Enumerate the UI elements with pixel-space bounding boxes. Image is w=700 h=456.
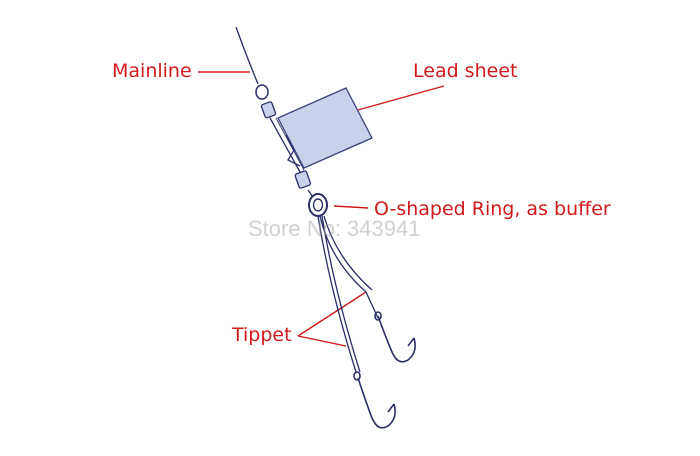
tippet-label: Tippet: [232, 324, 292, 346]
leader-lines: [198, 71, 445, 347]
tippet-left: [317, 215, 357, 373]
mainline-label: Mainline: [112, 60, 192, 82]
tippet-right-inner: [323, 215, 373, 291]
o-ring-label: O-shaped Ring, as buffer: [374, 198, 611, 220]
rig-wire-inner: [275, 117, 305, 171]
tippet-left-inner: [321, 215, 361, 373]
tippets: [317, 215, 379, 373]
lead-sheet: [277, 87, 373, 169]
hook-right: [374, 311, 416, 363]
lead-sheet-label: Lead sheet: [413, 60, 518, 82]
mainline: [235, 26, 259, 85]
tippet-leader-upper: [297, 291, 367, 337]
o-ring: [307, 189, 328, 217]
bead: [294, 170, 312, 189]
o-ring-leader: [333, 205, 369, 209]
lead-sheet-leader: [357, 85, 445, 111]
tippet-right: [319, 215, 379, 319]
tippet-leader-lower: [297, 335, 347, 347]
hook-left: [353, 371, 396, 429]
store-watermark: Store No: 343941: [248, 216, 421, 241]
swivel-top: [255, 84, 277, 119]
